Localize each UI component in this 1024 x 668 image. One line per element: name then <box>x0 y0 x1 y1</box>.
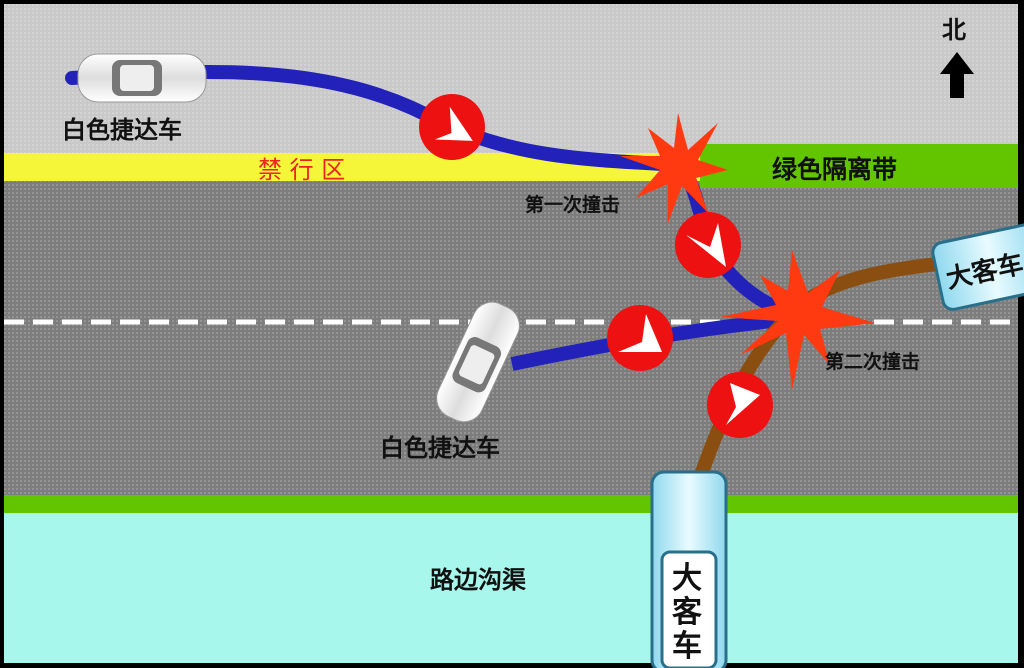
direction-marker-icon <box>419 94 485 160</box>
white-jetta-car-top <box>77 53 207 103</box>
road-edge-green <box>4 495 1018 513</box>
bus-right: 大客车 <box>931 222 1024 311</box>
north-arrow-icon <box>940 52 974 98</box>
green-median-strip <box>700 144 1018 188</box>
roadside-ditch-label: 路边沟渠 <box>430 566 526 594</box>
direction-marker-icon <box>707 372 773 438</box>
white-jetta-car-bottom <box>436 301 520 423</box>
no-go-zone-label: 禁 行 区 <box>258 156 345 184</box>
car-bottom-label: 白色捷达车 <box>380 434 500 462</box>
second-impact-star-icon <box>720 250 875 390</box>
car-top-label: 白色捷达车 <box>62 116 182 144</box>
bus-bottom-label-2: 客 <box>672 595 702 630</box>
bus-bottom: 大 客 车 <box>650 470 728 668</box>
direction-marker-icon <box>607 305 673 371</box>
direction-marker-icon <box>675 212 741 278</box>
second-impact-label: 第二次撞击 <box>825 350 920 373</box>
first-impact-label: 第一次撞击 <box>525 193 620 216</box>
green-median-label: 绿色隔离带 <box>772 155 897 184</box>
first-impact-star-icon <box>620 113 728 223</box>
bus-bottom-label-1: 大 <box>672 561 702 596</box>
north-label: 北 <box>942 16 966 44</box>
roadside-ditch-area <box>4 513 1018 663</box>
bus-bottom-label-3: 车 <box>672 629 702 664</box>
